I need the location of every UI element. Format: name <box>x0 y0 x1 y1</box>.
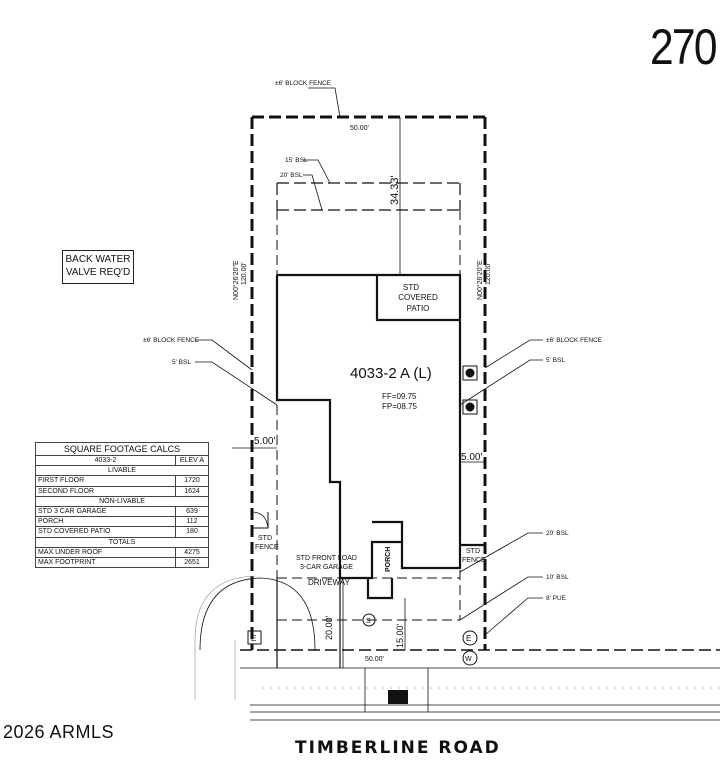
street-frontage <box>240 649 720 721</box>
rear-bsl-lines <box>276 182 461 211</box>
sf-section-header: TOTALS <box>35 536 209 548</box>
bsl-10-label: 10' BSL <box>546 574 569 581</box>
block-fence-right-label: ±6' BLOCK FENCE <box>546 337 603 344</box>
dimension-lines <box>232 117 485 668</box>
marker-s: S <box>366 618 371 625</box>
rear-setback-dimension: 34.33' <box>389 175 401 205</box>
building-footprint <box>275 273 485 600</box>
porch-label: PORCH <box>385 547 392 572</box>
sf-row-value: 1720 <box>175 475 209 487</box>
driveway-label: DRIVEWAY <box>308 578 350 587</box>
block-fence-top-label: ±6' BLOCK FENCE <box>275 80 332 87</box>
garage-line-1: STD FRONT LOAD <box>296 555 357 562</box>
covered-patio-line-1: STD <box>403 283 419 292</box>
sf-row-label: MAX UNDER ROOF <box>35 546 176 558</box>
back-water-valve-note: BACK WATER VALVE REQ'D <box>62 250 134 284</box>
sf-row-value: 1624 <box>175 485 209 497</box>
fence-right-line-2: FENCE <box>462 557 486 564</box>
sf-table-title: SQUARE FOOTAGE CALCS <box>35 442 209 456</box>
utility-symbols <box>247 365 478 666</box>
marker-e-left: E <box>251 634 256 643</box>
sf-row-value: 639 <box>175 505 209 518</box>
covered-patio-line-2: COVERED <box>398 293 438 302</box>
sf-row-label: FIRST FLOOR <box>35 475 176 487</box>
sf-row-value: 112 <box>175 516 209 528</box>
bsl-5-right-label: 5' BSL <box>546 357 565 364</box>
front-setback-dimension: 15.00' <box>395 623 405 648</box>
right-bearing-label: N00°26'20"E <box>476 260 484 300</box>
road-name: TIMBERLINE ROAD <box>295 738 501 758</box>
note-line-2: VALVE REQ'D <box>65 267 131 278</box>
driveway <box>194 575 341 700</box>
lot-boundary <box>250 115 487 650</box>
sf-row-label: SECOND FLOOR <box>35 485 176 497</box>
sf-plan-number: 4033-2 <box>35 454 176 467</box>
garage-line-2: 3-CAR GARAGE <box>300 564 353 571</box>
fence-right-line-1: STD <box>466 548 480 555</box>
marker-e-right: E <box>466 634 471 643</box>
sf-row-label: PORCH <box>35 516 176 528</box>
right-length-label: 120.00' <box>485 262 492 285</box>
fence-left-line-1: STD <box>258 535 272 542</box>
bsl-5-left-label: 5' BSL <box>172 359 191 366</box>
square-footage-table: SQUARE FOOTAGE CALCS 4033-2 ELEV A LIVAB… <box>35 442 209 569</box>
sf-row-value: 2651 <box>175 556 209 569</box>
left-bearing-label: N00°26'20"E <box>232 260 240 300</box>
sf-row-value: 180 <box>175 526 209 538</box>
note-line-1: BACK WATER <box>65 254 131 265</box>
side-right-dimension: 5.00' <box>461 452 482 463</box>
fence-left-line-2: FENCE <box>255 544 279 551</box>
sf-row-label: MAX FOOTPRINT <box>35 556 176 569</box>
sf-elevation: ELEV A <box>175 454 209 467</box>
left-length-label: 120.00' <box>241 262 248 285</box>
leader-lines <box>195 87 543 636</box>
bsl-20-top-label: 20' BSL <box>280 172 303 179</box>
block-fence-left-label: ±6' BLOCK FENCE <box>143 337 200 344</box>
bsl-20-right-label: 20' BSL <box>546 530 569 537</box>
side-left-dimension: 5.00' <box>254 436 275 447</box>
sf-row-label: STD 3 CAR GARAGE <box>35 505 176 518</box>
sf-row-label: STD COVERED PATIO <box>35 526 176 538</box>
lot-number: 270 <box>650 19 718 75</box>
driveway-depth-dimension: 20.00' <box>324 615 334 640</box>
pue-8-label: 8' PUE <box>546 595 567 602</box>
sf-section-header: NON-LIVABLE <box>35 495 209 507</box>
sf-row-value: 4275 <box>175 546 209 558</box>
model-label: 4033-2 A (L) <box>350 365 432 382</box>
top-width-dimension: 50.00' <box>350 125 369 132</box>
sf-section-header: LIVABLE <box>35 465 209 477</box>
ff-label: FF=09.75 <box>382 392 417 401</box>
bsl-15-label: 15' BSL <box>285 157 308 164</box>
covered-patio-line-3: PATIO <box>407 304 430 313</box>
bottom-width-dimension: 50.00' <box>365 656 384 663</box>
copyright-watermark: 2026 ARMLS <box>3 722 115 742</box>
marker-w: W <box>465 656 472 663</box>
fp-label: FP=08.75 <box>382 402 417 411</box>
